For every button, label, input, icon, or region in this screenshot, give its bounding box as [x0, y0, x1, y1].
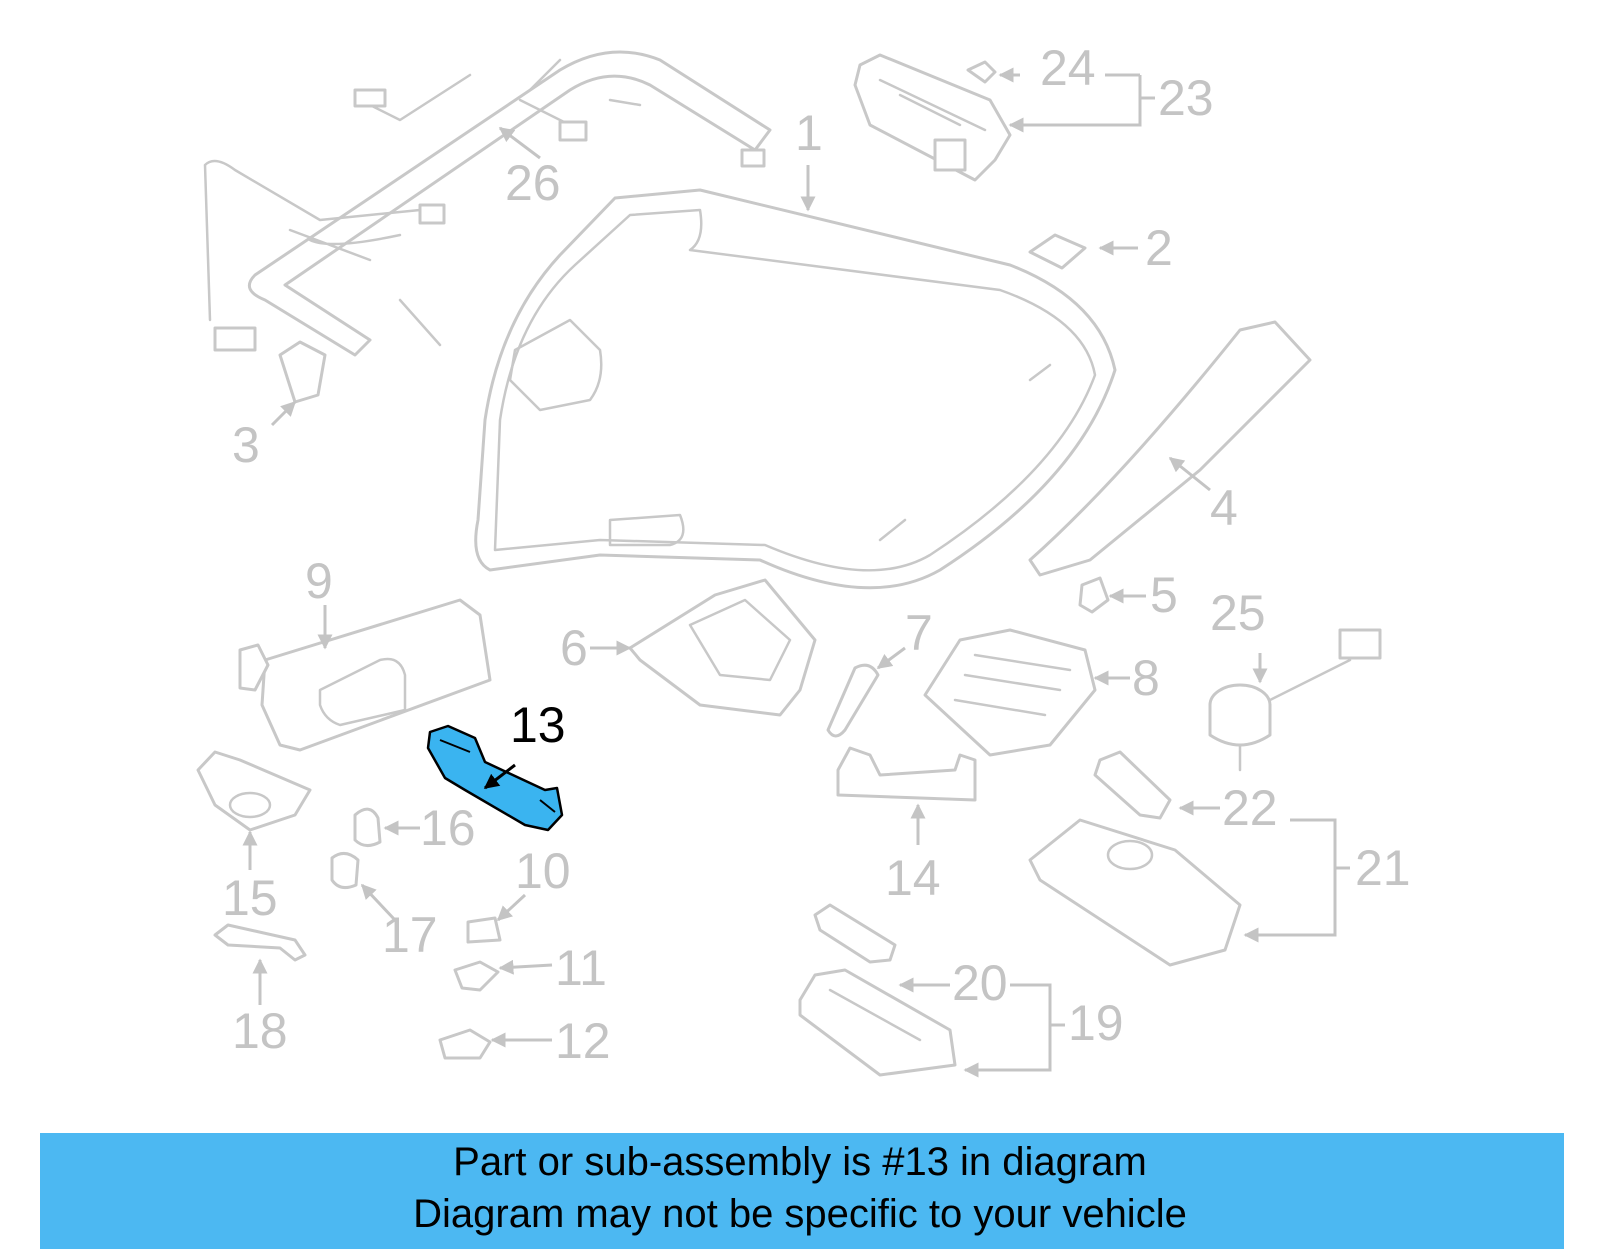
- pillar-trim-part: [1028, 320, 1312, 577]
- callout-11: 11: [555, 940, 607, 996]
- info-banner: Part or sub-assembly is #13 in diagram D…: [40, 1133, 1564, 1249]
- callout-9: 9: [305, 553, 333, 609]
- banner-line-part-number: Part or sub-assembly is #13 in diagram: [453, 1140, 1147, 1184]
- callout-26: 26: [505, 155, 561, 211]
- lamp-part-19: [798, 968, 957, 1077]
- callout-23: 23: [1158, 70, 1214, 126]
- sunroof-frame-part: [923, 628, 1097, 757]
- bulb-part-22: [1093, 750, 1172, 820]
- clip-part-12: [438, 1028, 492, 1060]
- callout-16: 16: [420, 800, 476, 856]
- headliner-part: [474, 188, 1117, 590]
- sun-visor-part: [238, 598, 492, 752]
- clip-part-5: [1078, 576, 1110, 614]
- callout-17: 17: [382, 907, 438, 963]
- bracket-part-6: [628, 578, 817, 717]
- overhead-console-part: [853, 53, 1012, 182]
- cap-part-17: [330, 852, 360, 890]
- clip-part-11: [453, 960, 500, 992]
- grab-handle-part-18: [213, 923, 307, 962]
- cover-part-3: [278, 340, 327, 404]
- callout-12: 12: [555, 1013, 611, 1069]
- callout-20: 20: [952, 955, 1008, 1011]
- callout-21: 21: [1355, 840, 1411, 896]
- callout-15: 15: [222, 870, 278, 926]
- callout-19: 19: [1068, 995, 1124, 1051]
- callout-1: 1: [795, 105, 823, 161]
- banner-line-disclaimer: Diagram may not be specific to your vehi…: [413, 1192, 1187, 1236]
- callout-8: 8: [1132, 650, 1160, 706]
- cap-part-16: [353, 807, 382, 847]
- callout-14: 14: [885, 850, 941, 906]
- callout-7: 7: [905, 605, 933, 661]
- clip-part-10: [466, 916, 502, 944]
- callout-22: 22: [1222, 780, 1278, 836]
- callout-25: 25: [1210, 585, 1266, 641]
- callout-24: 24: [1040, 40, 1096, 96]
- callout-3: 3: [232, 417, 260, 473]
- callout-2: 2: [1145, 220, 1173, 276]
- callout-4: 4: [1210, 480, 1238, 536]
- seal-part-7: [826, 663, 880, 738]
- wiring-harness-part: [203, 50, 772, 357]
- callout-10: 10: [515, 843, 571, 899]
- clip-part-2: [1028, 233, 1087, 270]
- bracket-part-14: [836, 746, 977, 802]
- callout-5: 5: [1150, 567, 1178, 623]
- callout-13: 13: [510, 697, 566, 753]
- callout-6: 6: [560, 620, 588, 676]
- sensor-part-25: [1208, 628, 1382, 772]
- callout-18: 18: [232, 1003, 288, 1059]
- bulb-part-20: [813, 903, 897, 964]
- handle-part-15: [196, 750, 312, 832]
- interior-lamp-part-21: [1028, 818, 1242, 967]
